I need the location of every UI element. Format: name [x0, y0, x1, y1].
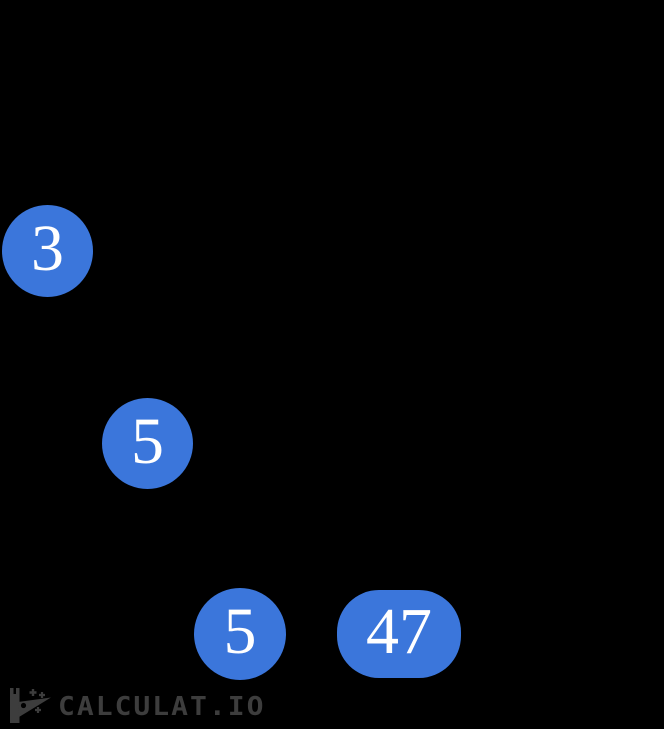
node-value: 5 — [223, 595, 257, 668]
watermark-label: CALCULAT.IO — [58, 690, 266, 722]
node-value: 47 — [366, 595, 432, 668]
node-value: 3 — [31, 212, 64, 285]
node-value: 5 — [131, 404, 164, 478]
tree-node-factor-5-first: 5 — [102, 398, 193, 489]
tree-node-factor-3: 3 — [2, 205, 93, 297]
tree-node-factor-47: 47 — [337, 590, 461, 678]
watermark: CALCULAT.IO — [5, 685, 265, 727]
calculat-io-logo-icon — [5, 685, 53, 727]
tree-node-factor-5-second: 5 — [194, 588, 286, 680]
